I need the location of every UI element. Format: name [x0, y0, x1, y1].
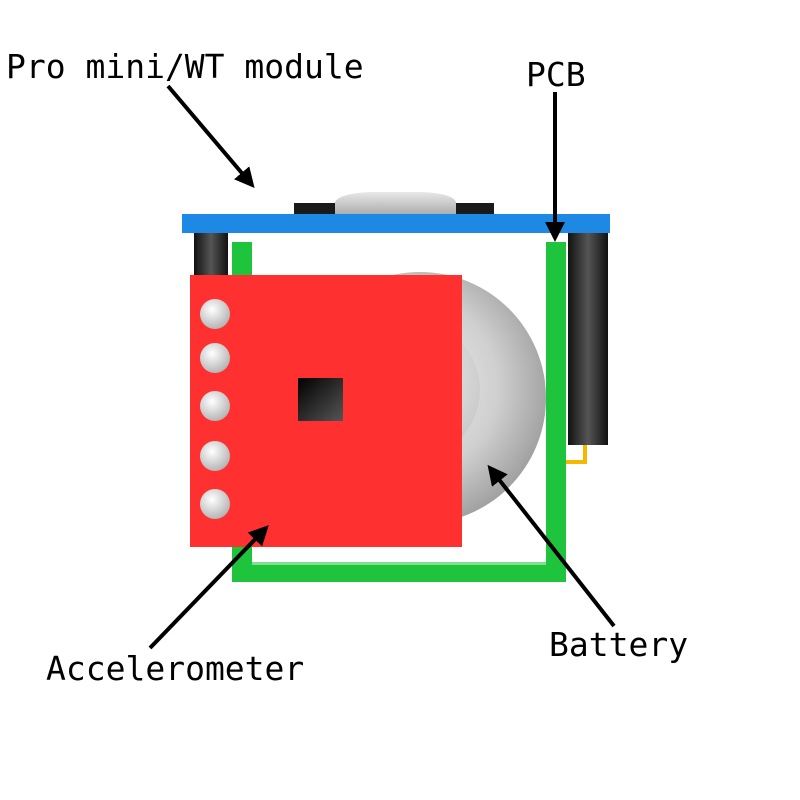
module-component-bump	[335, 192, 456, 216]
accelerometer-pin	[200, 299, 230, 329]
accelerometer-pin	[200, 391, 230, 421]
pcb-frame-right	[546, 242, 566, 580]
accelerometer-pin	[200, 343, 230, 373]
pcb-frame-bottom	[232, 562, 566, 582]
pcb-frame-inner-line	[252, 562, 546, 565]
arrow-battery	[487, 464, 616, 628]
label-battery: Battery	[549, 625, 688, 664]
arrow-accelerometer	[148, 525, 269, 650]
accelerometer-pin	[200, 441, 230, 471]
label-pcb: PCB	[526, 55, 586, 94]
label-accelerometer: Accelerometer	[46, 649, 304, 688]
accelerometer-chip	[298, 378, 343, 421]
accelerometer-pins	[200, 299, 230, 519]
label-pro-mini: Pro mini/WT module	[6, 47, 364, 86]
arrow-pro-mini	[166, 84, 255, 189]
header-pin-left	[194, 233, 228, 281]
accelerometer-pin	[200, 489, 230, 519]
battery-wire	[566, 445, 587, 464]
header-pin-right	[568, 233, 608, 445]
pro-mini-module-board	[182, 214, 610, 233]
